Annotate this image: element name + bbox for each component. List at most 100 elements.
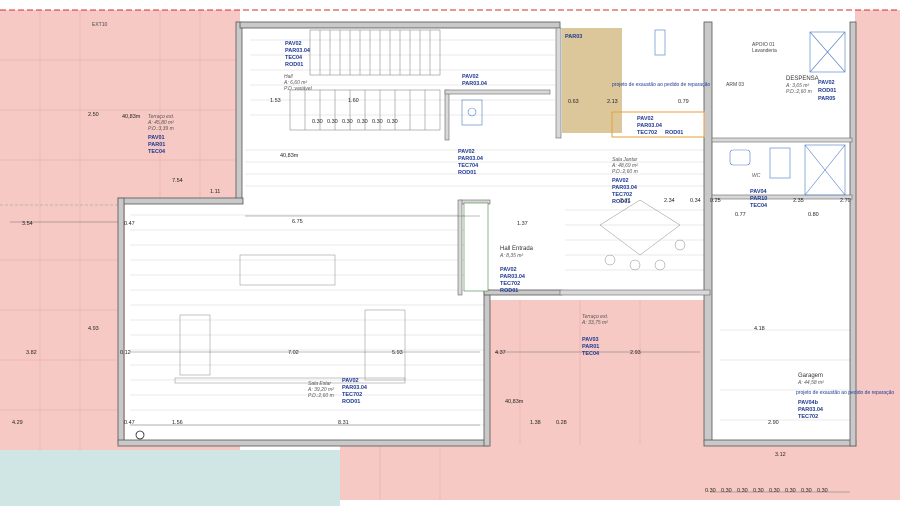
- living-room-furniture: [174, 254, 406, 384]
- hall-mid-code-2: TEC704: [458, 163, 479, 169]
- dimension-texts: 3.54 3.82 4.29 6.75 7.02 8.31 2.93 2.90 …: [12, 98, 851, 494]
- label-hall-entrada: Hall Entrada A: 8,35 m² PAV02 PAR03.04 T…: [499, 246, 534, 294]
- terraco-mid-code-1: PAR01: [582, 344, 599, 350]
- garagem-area: A: 44,58 m²: [797, 380, 824, 386]
- hall-pd: P.D.:variável: [284, 86, 313, 92]
- dim-077: 0.77: [735, 212, 746, 218]
- despensa-code-2: PAR05: [818, 96, 835, 102]
- storage-code-2: TEC702: [637, 130, 657, 136]
- dim-312: 3.12: [775, 452, 786, 458]
- dim-437: 4.37: [495, 350, 506, 356]
- bathroom-fixtures: [461, 29, 846, 196]
- storage-outline: [611, 111, 705, 138]
- storage-code-0: PAV02: [637, 116, 654, 122]
- patio-left-code-1: PAR01: [148, 142, 165, 148]
- dim-213: 2.13: [607, 99, 618, 105]
- dim-063: 0.63: [568, 99, 579, 105]
- dim-754: 7.54: [172, 178, 183, 184]
- garagem-code-1: PAR03.04: [798, 407, 824, 413]
- sala-estar-code-0: PAV02: [342, 378, 359, 384]
- terraco-mid-name: Terraço ext.: [582, 314, 608, 320]
- terraco-mid-area: A: 33,75 m²: [581, 320, 608, 326]
- banho-code-0: PAV04: [750, 189, 768, 195]
- dim-030-0: 0.30: [312, 119, 323, 125]
- hall-code-2: TEC04: [285, 55, 303, 61]
- room-garage-floor: [710, 200, 855, 440]
- staircase: [289, 29, 441, 131]
- dim-250: 2.50: [88, 112, 99, 118]
- despensa-pd: P.D.:2,60 m: [786, 89, 812, 95]
- hall-entrada-area: A: 8,35 m²: [499, 253, 523, 259]
- dim-030b-3: 0.30: [753, 488, 764, 494]
- dim-593: 5.93: [392, 350, 403, 356]
- hall-entrada-name: Hall Entrada: [500, 246, 534, 252]
- dim-030b-1: 0.30: [721, 488, 732, 494]
- dining-table: [599, 199, 686, 271]
- apoio-name: APOIO 01: [752, 42, 775, 48]
- garagem-code-2: TEC702: [798, 414, 818, 420]
- level-marker-1: 40,83m: [122, 114, 141, 120]
- floor-plank-lines: [130, 39, 850, 426]
- dim-160: 1.60: [348, 98, 359, 104]
- label-pa-top: PAR03: [565, 34, 582, 40]
- sala-estar-name: Sala Estar: [308, 381, 331, 387]
- storage-code-1: PAR03.04: [637, 123, 663, 129]
- sala-jantar-code-0: PAV02: [612, 178, 629, 184]
- dim-030-2: 0.30: [342, 119, 353, 125]
- hall-name: Hall: [284, 74, 294, 80]
- patio-left-name: Terraço ext.: [148, 114, 174, 120]
- dim-156: 1.56: [172, 420, 183, 426]
- banho-name: WC: [752, 173, 761, 179]
- despensa-name: DESPENSA: [786, 76, 819, 82]
- dim-030b-2: 0.30: [737, 488, 748, 494]
- dim-270: 2.70: [840, 198, 851, 204]
- hall-code-3: ROD01: [285, 62, 303, 68]
- despensa-code-1: ROD01: [818, 88, 836, 94]
- sala-estar-code-2: TEC702: [342, 392, 362, 398]
- hall-entrada-code-2: TEC702: [500, 281, 520, 287]
- label-despensa: DESPENSA A: 3,65 m² P.D.:2,60 m PAV02 RO…: [785, 76, 836, 102]
- dim-137: 1.37: [517, 221, 528, 227]
- dim-030-3: 0.30: [357, 119, 368, 125]
- label-arm: ARM 03: [726, 82, 744, 88]
- lavabo-code-1: PAR03.04: [462, 81, 488, 87]
- dim-382: 3.82: [26, 350, 37, 356]
- hall-mid-code-1: PAR03.04: [458, 156, 484, 162]
- terrace-zone-teal: [0, 450, 340, 506]
- dim-138: 1.38: [530, 420, 541, 426]
- hall-entrada-outline: [463, 202, 489, 292]
- exterior-zone-right-strip: [855, 10, 900, 450]
- dim-271: 2.71: [620, 198, 631, 204]
- patio-left-code-2: TEC04: [148, 149, 166, 155]
- apoio-sub: Lavanderia: [752, 48, 777, 54]
- terrace-zone-mid: [488, 300, 708, 445]
- dim-012: 0.12: [120, 350, 131, 356]
- room-dining-floor: [560, 138, 710, 293]
- exterior-zone-bottom-left: [0, 205, 125, 450]
- dimension-lines: [10, 215, 850, 493]
- hall-entrada-code-1: PAR03.04: [500, 274, 526, 280]
- despensa-area: A: 3,65 m²: [785, 83, 809, 89]
- dim-831: 8.31: [338, 420, 349, 426]
- label-sala-jantar: Sala Jantar A: 48,69 m² P.D.:2,60 m PAV0…: [611, 157, 638, 205]
- dim-030-5: 0.30: [387, 119, 398, 125]
- dim-030b-5: 0.30: [785, 488, 796, 494]
- hall-entrada-code-0: PAV02: [500, 267, 517, 273]
- hall-mid-code-3: ROD01: [458, 170, 476, 176]
- dim-235: 2.35: [793, 198, 804, 204]
- label-storage: PAV02 PAR03.04 TEC702 ROD01: [637, 116, 683, 136]
- level-marker-3: 40,83m: [505, 399, 524, 405]
- dim-034: 0.34: [690, 198, 701, 204]
- hall-entrada-code-3: ROD01: [500, 288, 518, 294]
- sala-jantar-name: Sala Jantar: [612, 157, 638, 163]
- dim-079: 0.79: [678, 99, 689, 105]
- dim-030b-0: 0.30: [705, 488, 716, 494]
- dim-025: 0.25: [710, 198, 721, 204]
- patio-left-pd: P.D.:3,39 m: [148, 126, 174, 132]
- dim-047a: 0.47: [124, 221, 135, 227]
- patio-left-code-0: PAV01: [148, 135, 165, 141]
- sala-estar-pd: P.D.:2,60 m: [308, 393, 334, 399]
- lavabo-code-0: PAV02: [462, 74, 479, 80]
- hall-code-0: PAV02: [285, 41, 302, 47]
